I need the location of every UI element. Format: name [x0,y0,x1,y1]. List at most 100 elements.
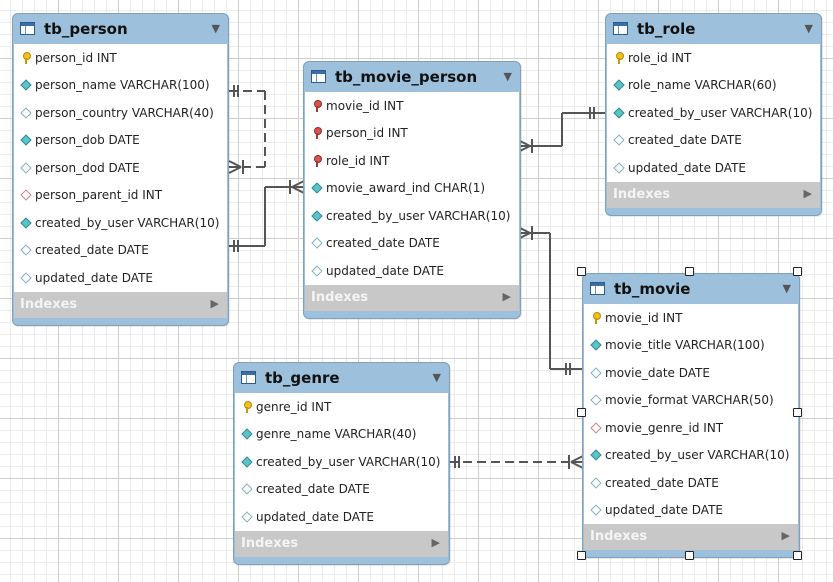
column-name: genre_name VARCHAR(40) [256,427,417,442]
column-row[interactable]: created_by_user VARCHAR(10) [305,202,519,230]
column-name: person_dod DATE [35,160,140,175]
column-row[interactable]: updated_date DATE [607,154,820,182]
resize-handle-bottom-right[interactable] [793,551,802,560]
column-row[interactable]: role_name VARCHAR(60) [607,72,820,100]
resize-handle-left[interactable] [577,408,586,417]
expand-arrow-icon[interactable]: ▶ [803,186,812,200]
column-row[interactable]: created_by_user VARCHAR(10) [607,99,820,127]
column-row[interactable]: movie_genre_id INT [584,414,798,442]
indexes-label: Indexes [311,289,369,305]
column-row[interactable]: created_date DATE [235,476,448,504]
column-row[interactable]: updated_date DATE [14,264,227,292]
resize-handle-top-left[interactable] [577,267,586,276]
expand-arrow-icon[interactable]: ▶ [781,529,790,542]
column-row[interactable]: movie_award_ind CHAR(1) [305,175,519,203]
column-row[interactable]: created_date DATE [584,469,798,497]
column-row[interactable]: updated_date DATE [235,503,448,531]
column-row[interactable]: movie_date DATE [584,359,798,387]
expand-arrow-icon[interactable]: ▶ [431,535,440,549]
indexes-section[interactable]: Indexes ▶ [235,530,448,557]
not-null-column-icon [241,456,253,468]
column-row[interactable]: created_by_user VARCHAR(10) [14,209,227,237]
indexes-section[interactable]: Indexes ▶ [305,284,519,311]
table-header[interactable]: tb_movie_person ▼ [304,62,520,92]
column-name: role_id INT [326,153,390,168]
column-name: created_date DATE [256,482,370,497]
table-header[interactable]: tb_movie ▼ [583,274,799,304]
nullable-column-icon [20,244,32,256]
column-name: updated_date DATE [628,160,746,175]
collapse-arrow-icon[interactable]: ▼ [804,22,813,35]
column-row[interactable]: role_id INT [305,147,519,175]
column-name: created_by_user VARCHAR(10) [256,454,441,469]
column-row[interactable]: created_date DATE [14,237,227,265]
indexes-label: Indexes [241,535,299,551]
indexes-section[interactable]: Indexes ▶ [607,181,820,208]
column-row[interactable]: person_dod DATE [14,154,227,182]
column-name: person_parent_id INT [35,188,163,203]
column-row[interactable]: role_id INT [607,44,820,72]
column-row[interactable]: person_name VARCHAR(100) [14,72,227,100]
table-tb_person[interactable]: tb_person ▼ person_id INT person_name VAR… [12,13,229,326]
resize-handle-bottom-left[interactable] [577,551,586,560]
column-name: movie_genre_id INT [605,420,724,435]
nullable-column-icon [613,162,625,174]
not-null-column-icon [20,79,32,91]
column-row[interactable]: person_dob DATE [14,127,227,155]
table-icon [613,22,628,35]
not-null-column-icon [20,134,32,146]
primary-key-icon [241,400,253,413]
collapse-arrow-icon[interactable]: ▼ [211,22,220,35]
column-row[interactable]: movie_id INT [584,304,798,332]
collapse-arrow-icon[interactable]: ▼ [503,70,512,83]
column-row[interactable]: person_country VARCHAR(40) [14,99,227,127]
column-row[interactable]: updated_date DATE [305,257,519,285]
resize-handle-top[interactable] [685,267,694,276]
expand-arrow-icon[interactable]: ▶ [502,289,511,303]
resize-handle-bottom[interactable] [685,551,694,560]
table-header[interactable]: tb_role ▼ [606,14,821,44]
column-row[interactable]: movie_title VARCHAR(100) [584,332,798,360]
column-row[interactable]: person_parent_id INT [14,182,227,210]
column-row[interactable]: person_id INT [14,44,227,72]
nullable-column-icon [20,162,32,174]
indexes-section[interactable]: Indexes ▶ [14,291,227,318]
column-row[interactable]: genre_id INT [235,393,448,421]
column-row[interactable]: genre_name VARCHAR(40) [235,421,448,449]
column-row[interactable]: created_date DATE [305,230,519,258]
column-name: created_by_user VARCHAR(10) [605,448,790,463]
column-row[interactable]: created_by_user VARCHAR(10) [584,442,798,470]
column-name: movie_date DATE [605,365,710,380]
column-row[interactable]: person_id INT [305,120,519,148]
not-null-column-icon [590,339,602,351]
column-row[interactable]: updated_date DATE [584,497,798,525]
column-name: movie_format VARCHAR(50) [605,393,774,408]
table-header[interactable]: tb_person ▼ [13,14,228,44]
collapse-arrow-icon[interactable]: ▼ [782,282,791,295]
resize-handle-top-right[interactable] [793,267,802,276]
table-icon [241,371,256,384]
column-row[interactable]: movie_format VARCHAR(50) [584,387,798,415]
column-row[interactable]: created_date DATE [607,127,820,155]
column-row[interactable]: created_by_user VARCHAR(10) [235,448,448,476]
collapse-arrow-icon[interactable]: ▼ [432,371,441,384]
column-row[interactable]: movie_id INT [305,92,519,120]
table-header[interactable]: tb_genre ▼ [234,363,449,393]
indexes-section[interactable]: Indexes ▶ [584,524,798,550]
column-name: updated_date DATE [605,503,723,518]
table-tb_genre[interactable]: tb_genre ▼ genre_id INT genre_name VARCHA… [233,362,450,565]
nullable-column-icon [590,504,602,516]
nullable-column-icon [590,367,602,379]
resize-handle-right[interactable] [793,408,802,417]
column-name: person_name VARCHAR(100) [35,78,210,93]
expand-arrow-icon[interactable]: ▶ [210,296,219,310]
column-name: updated_date DATE [326,263,444,278]
relationship-many-marker [570,461,584,469]
nullable-column-icon [20,107,32,119]
nullable-column-icon [241,511,253,523]
